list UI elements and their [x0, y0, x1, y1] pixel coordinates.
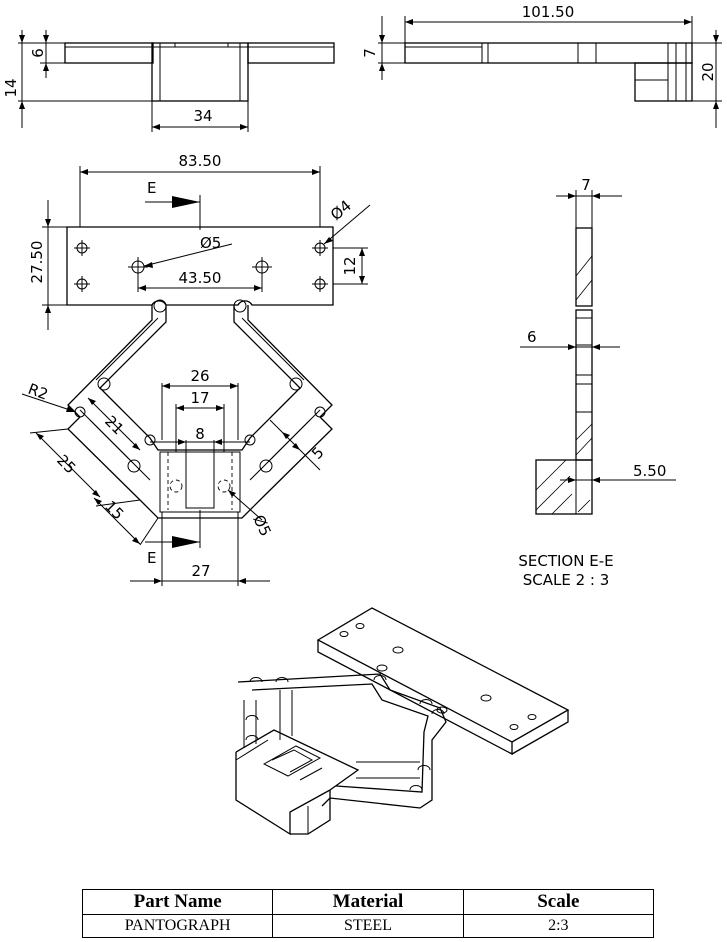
- section-caption-title: SECTION E-E: [518, 552, 613, 570]
- dim-side-20: 20: [699, 62, 717, 81]
- dim-radius-r2: R2: [26, 380, 51, 404]
- dim-section-6: 6: [527, 328, 537, 346]
- isometric-view: [235, 607, 570, 836]
- dim-top-27: 27: [191, 562, 210, 580]
- title-block: Part Name Material Scale PANTOGRAPH STEE…: [81, 889, 655, 938]
- section-label-e-bottom: E: [147, 549, 156, 567]
- dim-top-12: 12: [341, 256, 359, 275]
- dim-section-7: 7: [581, 176, 591, 194]
- dim-side-101-50: 101.50: [522, 3, 575, 21]
- value-material: STEEL: [272, 914, 464, 938]
- dim-top-17: 17: [190, 389, 209, 407]
- section-caption-scale: SCALE 2 : 3: [523, 571, 610, 589]
- section-view: 7 6 5.50 SECTION E-E SCALE 2 : 3: [518, 176, 676, 589]
- dim-arm-21: 21: [101, 412, 127, 438]
- header-part-name: Part Name: [81, 889, 274, 915]
- dim-top-8: 8: [195, 425, 205, 443]
- dim-section-5-50: 5.50: [633, 462, 666, 480]
- dim-arm-15: 15: [101, 497, 127, 523]
- dim-top-43-50: 43.50: [179, 269, 222, 287]
- dim-top-27-50: 27.50: [28, 241, 46, 284]
- dim-side-7: 7: [361, 48, 379, 58]
- dim-top-dia-4: Ø4: [327, 197, 355, 225]
- section-label-e-top: E: [147, 179, 156, 197]
- value-scale: 2:3: [462, 914, 655, 938]
- dim-arm-5: 5: [308, 443, 327, 462]
- dim-front-14: 14: [2, 78, 20, 97]
- header-material: Material: [272, 889, 464, 915]
- dim-bottom-dia-5: Ø5: [249, 512, 274, 539]
- header-scale: Scale: [462, 889, 655, 915]
- front-view: 6 14 34: [2, 30, 335, 132]
- title-block-value-row: PANTOGRAPH STEEL 2:3: [81, 914, 655, 938]
- value-part-name: PANTOGRAPH: [81, 914, 274, 938]
- dim-top-26: 26: [190, 367, 209, 385]
- dim-top-83-50: 83.50: [179, 152, 222, 170]
- dim-arm-25: 25: [53, 451, 79, 477]
- dim-front-6: 6: [29, 48, 47, 58]
- dim-front-34: 34: [193, 107, 212, 125]
- dim-top-dia-5: Ø5: [200, 234, 221, 252]
- top-view: 83.50 27.50 12 43.50 Ø5 Ø4 E: [21, 152, 371, 586]
- title-block-header-row: Part Name Material Scale: [81, 889, 655, 915]
- side-view: 101.50 7 20: [361, 3, 722, 128]
